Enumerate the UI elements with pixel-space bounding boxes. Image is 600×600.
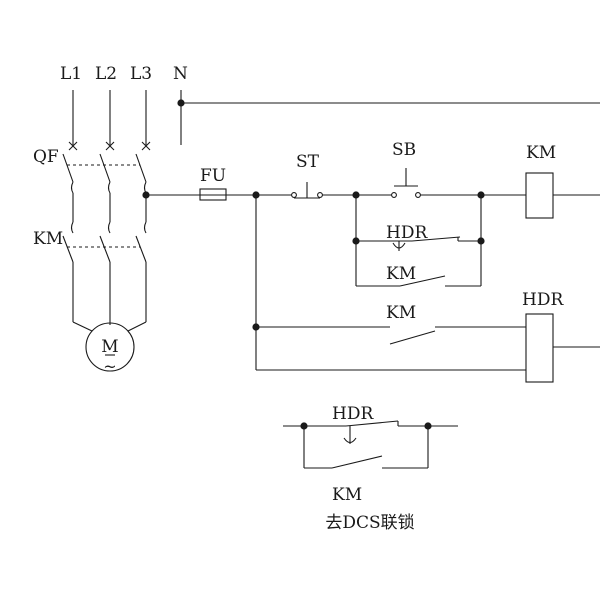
control-circuit: FU ST SB KM (142, 140, 600, 383)
start-button-sb (391, 168, 421, 198)
label-SB: SB (392, 140, 416, 160)
label-KM-hold: KM (386, 264, 416, 284)
label-HDR-coil: HDR (522, 290, 564, 310)
neutral-line (177, 90, 600, 145)
label-ST: ST (296, 152, 320, 172)
label-KM-dcs: KM (332, 485, 362, 505)
hdr-coil-icon (525, 313, 554, 383)
motor-icon (85, 322, 135, 372)
power-circuit: QF KM M ~ (33, 90, 151, 376)
label-HDR-contact: HDR (386, 223, 428, 243)
dcs-caption: 去DCS联锁 (325, 513, 414, 533)
label-motor: M (101, 337, 118, 357)
label-QF: QF (33, 147, 59, 167)
km-coil-icon (525, 172, 554, 219)
label-KM-power: KM (33, 229, 63, 249)
label-KM-branch: KM (386, 303, 416, 323)
label-L3: L3 (130, 64, 152, 84)
label-L2: L2 (95, 64, 117, 84)
label-N: N (173, 64, 188, 84)
dcs-interlock: HDR KM 去DCS联锁 (283, 404, 458, 533)
qf-breaker-marks (68, 141, 151, 151)
label-HDR-dcs: HDR (332, 404, 374, 424)
label-KM-coil: KM (526, 143, 556, 163)
stop-button-st (291, 182, 323, 199)
label-motor-symbol: ~ (103, 357, 116, 376)
label-L1: L1 (60, 64, 82, 84)
label-FU: FU (200, 166, 226, 186)
